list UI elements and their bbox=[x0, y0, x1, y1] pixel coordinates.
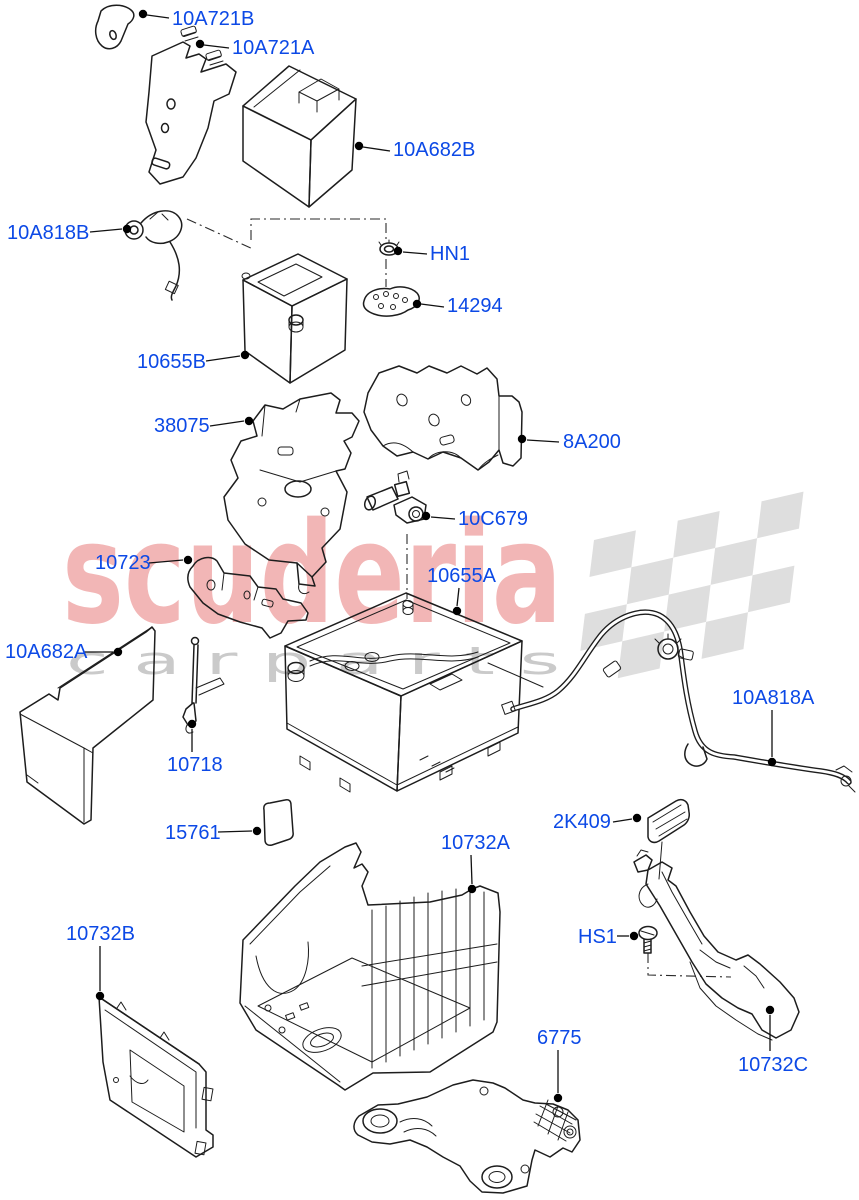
part-label[interactable]: HN1 bbox=[430, 243, 470, 265]
part-label[interactable]: 8A200 bbox=[563, 431, 621, 453]
battery-sensor-drawing bbox=[363, 470, 427, 524]
part-label[interactable]: 14294 bbox=[447, 295, 503, 317]
leader-dot bbox=[240, 350, 250, 360]
battery-cable-drawing bbox=[501, 609, 856, 793]
leader-dot bbox=[452, 606, 462, 616]
battery-pad-drawing bbox=[263, 799, 294, 846]
leader-dot bbox=[183, 555, 193, 565]
insulator-pad-drawing bbox=[647, 798, 690, 880]
part-label[interactable]: 15761 bbox=[165, 822, 221, 844]
part-label[interactable]: 10A682B bbox=[393, 139, 475, 161]
battery-tray-drawing bbox=[239, 842, 501, 1091]
support-bracket-drawing bbox=[223, 392, 360, 595]
leader-dot bbox=[412, 299, 422, 309]
leader-dot bbox=[138, 9, 148, 19]
checkered-flag-watermark bbox=[580, 491, 804, 679]
part-label[interactable]: 10A818A bbox=[732, 687, 815, 709]
leader-dot bbox=[252, 826, 262, 836]
lower-bracket-drawing bbox=[353, 1079, 581, 1194]
leader-dot bbox=[244, 416, 254, 426]
leader-dot bbox=[113, 647, 123, 657]
leader-dot bbox=[553, 1093, 563, 1103]
bolt-stud-icon bbox=[180, 25, 224, 66]
assembly-datum-lines bbox=[186, 218, 732, 978]
part-label[interactable]: 6775 bbox=[537, 1027, 582, 1049]
leader-dot bbox=[632, 813, 642, 823]
battery-cover-flat-drawing bbox=[19, 626, 156, 825]
leader-dot bbox=[421, 511, 431, 521]
part-label[interactable]: 10C679 bbox=[458, 508, 528, 530]
part-label[interactable]: 10A818B bbox=[7, 222, 89, 244]
leader-dot bbox=[629, 931, 639, 941]
part-labels: 10A721B 10A721A 10A682B 10A818B HN1 1429… bbox=[5, 8, 815, 1076]
part-label[interactable]: 10655A bbox=[427, 565, 497, 587]
mounting-bracket-drawing bbox=[145, 25, 237, 185]
part-label[interactable]: 10655B bbox=[137, 351, 206, 373]
part-label[interactable]: HS1 bbox=[578, 926, 617, 948]
watermark-tagline-text: c a r p a r t s bbox=[66, 639, 560, 683]
battery-cover-box-drawing bbox=[242, 65, 357, 208]
part-label[interactable]: 38075 bbox=[154, 415, 210, 437]
leader-dot bbox=[95, 991, 105, 1001]
aux-battery-drawing bbox=[241, 253, 348, 384]
leader-dot bbox=[765, 1005, 775, 1015]
part-label[interactable]: 10732B bbox=[66, 923, 135, 945]
part-label[interactable]: 10A721B bbox=[172, 8, 254, 30]
diagonal-brace-drawing bbox=[633, 849, 800, 1041]
leader-dot bbox=[393, 246, 403, 256]
shield-bracket-drawing bbox=[363, 365, 523, 471]
part-label[interactable]: 10732C bbox=[738, 1054, 808, 1076]
leader-dot bbox=[187, 719, 197, 729]
leader-dot bbox=[195, 39, 205, 49]
leader-dot bbox=[517, 434, 527, 444]
side-panel-drawing bbox=[98, 996, 214, 1158]
watermark-brand-text: scuderia bbox=[62, 493, 562, 656]
retention-plate-drawing bbox=[362, 286, 420, 317]
part-label[interactable]: 10723 bbox=[95, 552, 151, 574]
strap-bracket-drawing bbox=[187, 556, 309, 639]
part-label[interactable]: 10732A bbox=[441, 832, 511, 854]
main-battery-drawing bbox=[284, 592, 544, 793]
leader-dot bbox=[122, 224, 132, 234]
harness-pigtail-drawing bbox=[124, 210, 183, 301]
leader-dot bbox=[767, 757, 777, 767]
leader-dot bbox=[354, 141, 364, 151]
part-label[interactable]: 10A721A bbox=[232, 37, 315, 59]
part-label[interactable]: 10718 bbox=[167, 754, 223, 776]
leader-dot bbox=[467, 884, 477, 894]
leader-lines bbox=[84, 9, 777, 1103]
screw-drawing bbox=[638, 925, 658, 954]
part-label[interactable]: 10A682A bbox=[5, 641, 88, 663]
clip-bracket-drawing bbox=[94, 4, 135, 50]
part-label[interactable]: 2K409 bbox=[553, 811, 611, 833]
